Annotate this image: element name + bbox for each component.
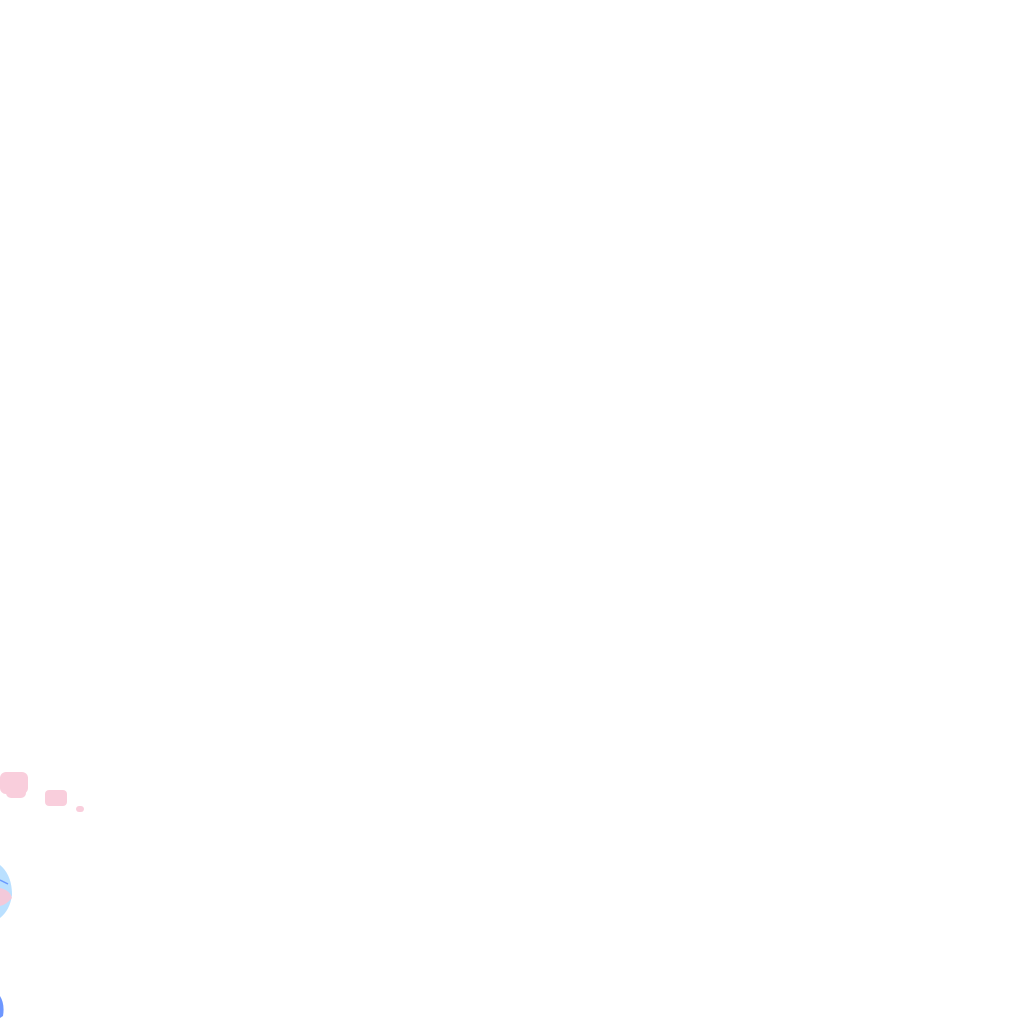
pink-smudge-1 xyxy=(0,772,28,798)
blue-smudge xyxy=(0,996,4,1018)
blue-pink-smudge xyxy=(0,865,12,918)
pink-smudge-2 xyxy=(45,790,84,812)
